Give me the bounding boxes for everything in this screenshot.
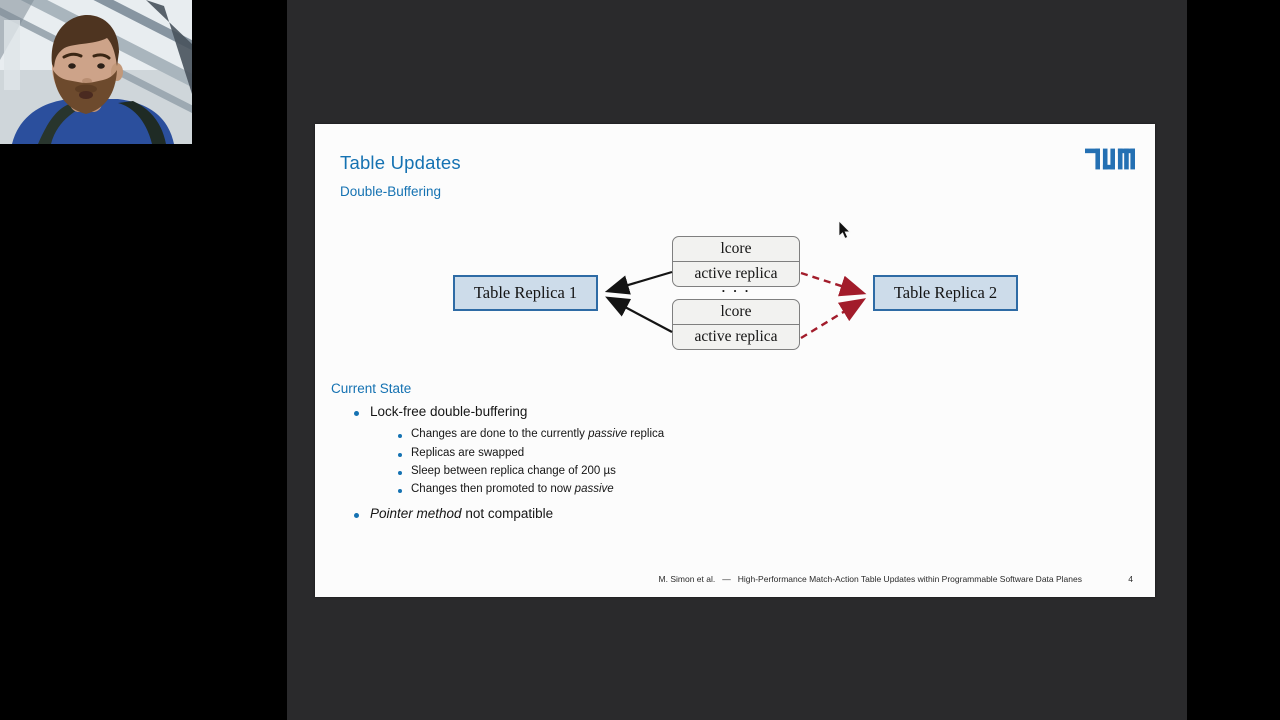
presenter-video-icon [0,0,192,144]
footer-paper-title: High-Performance Match-Action Table Upda… [737,574,1082,584]
lcore-label: lcore [673,300,799,325]
solid-arrow [604,270,673,295]
bullet-icon [398,453,402,457]
slide-title: Table Updates [340,152,461,173]
bullet-icon [398,489,402,493]
footer-authors: M. Simon et al. [658,574,716,584]
bullet-icon [398,434,402,438]
presentation-slide: Table Updates Double-Buffering Table Rep… [315,124,1155,597]
mouse-cursor-icon [838,221,851,239]
dashed-arrow [800,298,867,340]
ellipsis-label: · · · [721,283,751,298]
bullet-subitem: Changes then promoted to now passive [411,483,614,495]
bullet-icon [354,513,359,518]
footer-separator: — [722,574,731,584]
active-replica-label: active replica [694,265,778,282]
lcore-box-1: lcore active replica [672,236,800,287]
bullet-item: Lock-free double-buffering [370,404,528,419]
bullet-subitem: Sleep between replica change of 200 µs [411,465,616,477]
page-number: 4 [1128,574,1133,584]
lcore-box-2: lcore active replica [672,299,800,350]
slide-subtitle: Double-Buffering [340,184,442,199]
bullet-subitem: Replicas are swapped [411,447,525,459]
bullet-icon [354,411,359,416]
tum-logo-icon [1085,148,1135,170]
dashed-arrow [800,271,867,297]
bullet-item: Pointer method not compatible [370,506,554,521]
bullet-icon [398,471,402,475]
section-heading: Current State [331,381,412,396]
slide-footer: M. Simon et al. — High-Performance Match… [659,574,1082,584]
active-replica-label: active replica [694,328,778,345]
solid-arrow [605,296,673,333]
presenter-webcam [0,0,192,144]
bullet-subitem: Changes are done to the currently passiv… [411,428,665,440]
table-replica-1-box: Table Replica 1 [453,275,598,311]
table-replica-2-box: Table Replica 2 [873,275,1018,311]
lcore-label: lcore [673,237,799,262]
